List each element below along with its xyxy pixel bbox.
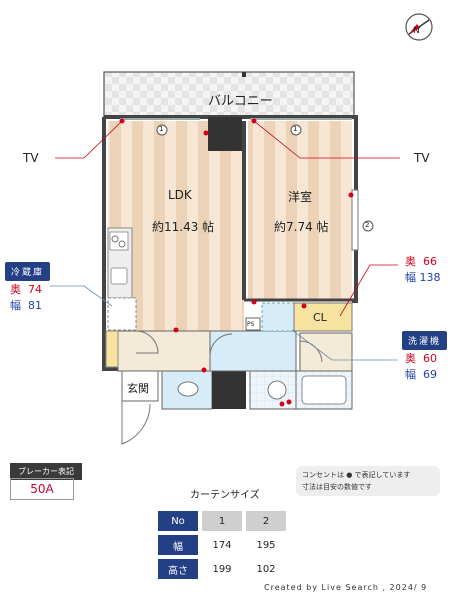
tv-right-label: TV [414, 151, 430, 165]
breaker-value: 50A [10, 478, 74, 500]
curtain-no-1: 1 [202, 511, 242, 531]
curtain-no-2: 2 [246, 511, 286, 531]
pillar [208, 117, 242, 151]
outlet-note: コンセントは ● で表記しています 寸法は目安の数値です [296, 466, 440, 496]
curtain-table: No 1 2 幅 174 195 高さ 199 102 [154, 507, 290, 583]
entrance-area [121, 370, 159, 402]
credit-text: Created by Live Search , 2024/ 9 [264, 583, 428, 592]
entrance-label: 玄関 [127, 382, 149, 395]
tv-left-label: TV [23, 151, 39, 165]
table-row: 高さ 199 102 [158, 559, 286, 579]
washer-width: 幅 69 [405, 368, 437, 381]
western-room-label: 洋室 [288, 190, 313, 204]
fridge-tag: 冷蔵庫 [5, 262, 51, 281]
washer-tag: 洗濯機 [402, 331, 448, 350]
closet-label: CL [313, 311, 327, 324]
ps-label: PS [247, 321, 255, 328]
hallway [117, 330, 211, 372]
curtain-height-1: 199 [212, 563, 232, 575]
western-room-size: 約7.74 帖 [274, 220, 329, 234]
table-row: 幅 174 195 [158, 535, 286, 555]
washroom [209, 330, 297, 372]
fridge-depth: 奥 74 [10, 283, 42, 296]
compass-north-label: N [413, 26, 420, 36]
curtain-width-2: 195 [256, 539, 276, 551]
window-number-2: 2 [365, 221, 370, 229]
bathtub-icon [301, 375, 347, 405]
window-number-1: 1 [159, 125, 164, 133]
compass-icon: N [405, 13, 433, 41]
breaker-header: ブレーカー表記 [10, 463, 82, 480]
balcony-label: バルコニー [208, 94, 273, 109]
curtain-height-2: 102 [256, 563, 276, 575]
balcony-area [103, 71, 355, 118]
curtain-title: カーテンサイズ [190, 490, 260, 501]
curtain-header-width: 幅 [158, 535, 198, 555]
ldk-label: LDK [168, 188, 192, 202]
curtain-header-no: No [158, 511, 198, 531]
fridge-space [107, 297, 137, 331]
washer-depth: 奥 60 [405, 352, 437, 365]
window-number-1b: 1 [293, 125, 298, 133]
curtain-width-1: 174 [212, 539, 232, 551]
closet-width: 幅 138 [405, 271, 441, 284]
note-line-2: 寸法は目安の数値です [302, 483, 372, 491]
note-line-1: コンセントは ● で表記しています [302, 471, 411, 479]
closet-depth: 奥 66 [405, 255, 437, 268]
curtain-header-height: 高さ [158, 559, 198, 579]
washer-space [261, 302, 295, 332]
western-room-floor [248, 121, 352, 301]
table-row: No 1 2 [158, 511, 286, 531]
ldk-size: 約11.43 帖 [152, 220, 215, 234]
fridge-width: 幅 81 [10, 299, 42, 312]
